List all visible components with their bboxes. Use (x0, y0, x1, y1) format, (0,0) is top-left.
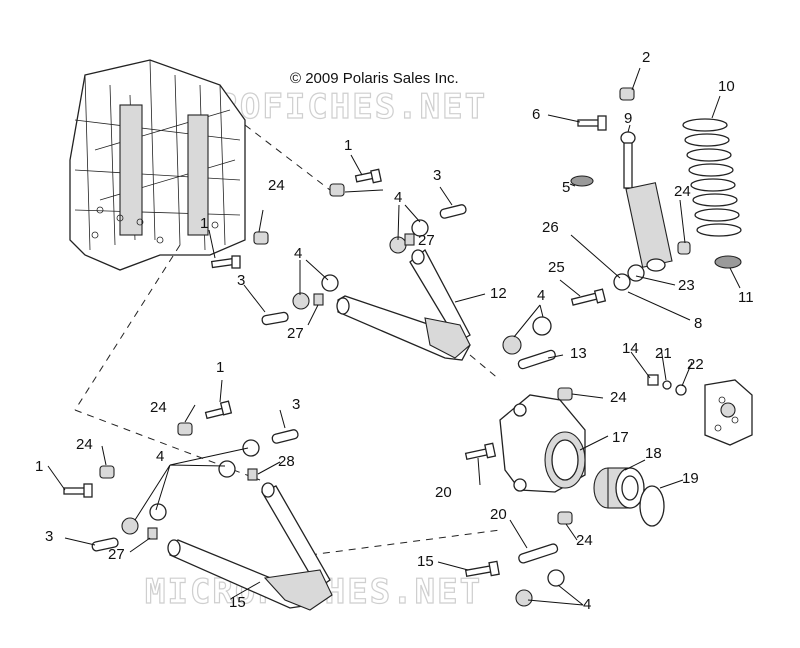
callout-1-d: 1 (35, 458, 43, 475)
callout-24-a: 24 (674, 183, 691, 200)
spring-retainer (714, 255, 742, 269)
callout-22: 22 (687, 356, 704, 373)
callout-2: 2 (642, 49, 650, 66)
callout-27-a: 27 (418, 232, 435, 249)
callout-24-f: 24 (576, 532, 593, 549)
callout-15: 15 (229, 594, 246, 611)
callout-3-b: 3 (237, 272, 245, 289)
callout-21: 21 (655, 345, 672, 362)
callout-4-c: 4 (537, 287, 545, 304)
callouts: 2 6 9 10 11 5 26 23 8 25 24 1 24 3 4 27 … (35, 49, 754, 613)
callout-9: 10 (718, 78, 735, 95)
callout-3-c: 3 (292, 396, 300, 413)
callout-19: 20 (435, 484, 452, 501)
callout-14: 15 (417, 553, 434, 570)
callout-1-c: 1 (216, 359, 224, 376)
callout-4-d: 4 (156, 448, 164, 465)
callout-3-d: 3 (45, 528, 53, 545)
callout-28: 28 (278, 453, 295, 470)
callout-24-b: 24 (268, 177, 285, 194)
callout-16: 17 (612, 429, 629, 446)
callout-20: 20 (490, 506, 507, 523)
callout-5: 5 (562, 179, 570, 196)
callout-18: 19 (682, 470, 699, 487)
callout-27-b: 27 (287, 325, 304, 342)
callout-25: 25 (548, 259, 565, 276)
callout-4-a: 4 (394, 189, 402, 206)
callout-6: 6 (532, 106, 540, 123)
callout-7: 8 (694, 315, 702, 332)
lower-a-arm (167, 482, 333, 611)
snap-ring (639, 485, 665, 527)
callout-10: 11 (738, 289, 754, 306)
callout-24-e: 24 (76, 436, 93, 453)
callout-3-a: 3 (433, 167, 441, 184)
callout-23: 23 (678, 277, 695, 294)
callout-24-c: 24 (610, 389, 627, 406)
callout-1-a: 1 (344, 137, 352, 154)
callout-13: 14 (622, 340, 639, 357)
copyright-text: © 2009 Polaris Sales Inc. (290, 70, 459, 87)
callout-24-d: 24 (150, 399, 167, 416)
callout-27-c: 27 (108, 546, 125, 563)
callout-1-b: 1 (200, 215, 208, 232)
hardware (63, 87, 691, 607)
knuckle (499, 394, 586, 493)
shock-absorber (620, 131, 673, 272)
callout-26: 26 (542, 219, 559, 236)
callout-4-b: 4 (294, 245, 302, 262)
hub-assembly (704, 379, 753, 446)
frame-assembly (69, 59, 246, 271)
coil-spring (682, 118, 742, 237)
leader-lines (47, 67, 741, 606)
callout-11: 12 (490, 285, 507, 302)
callout-17: 18 (645, 445, 662, 462)
bearing (593, 467, 645, 509)
callout-8: 9 (624, 110, 632, 127)
upper-a-arm (336, 249, 471, 361)
callout-4-e: 4 (583, 596, 591, 613)
callout-12: 13 (570, 345, 587, 362)
